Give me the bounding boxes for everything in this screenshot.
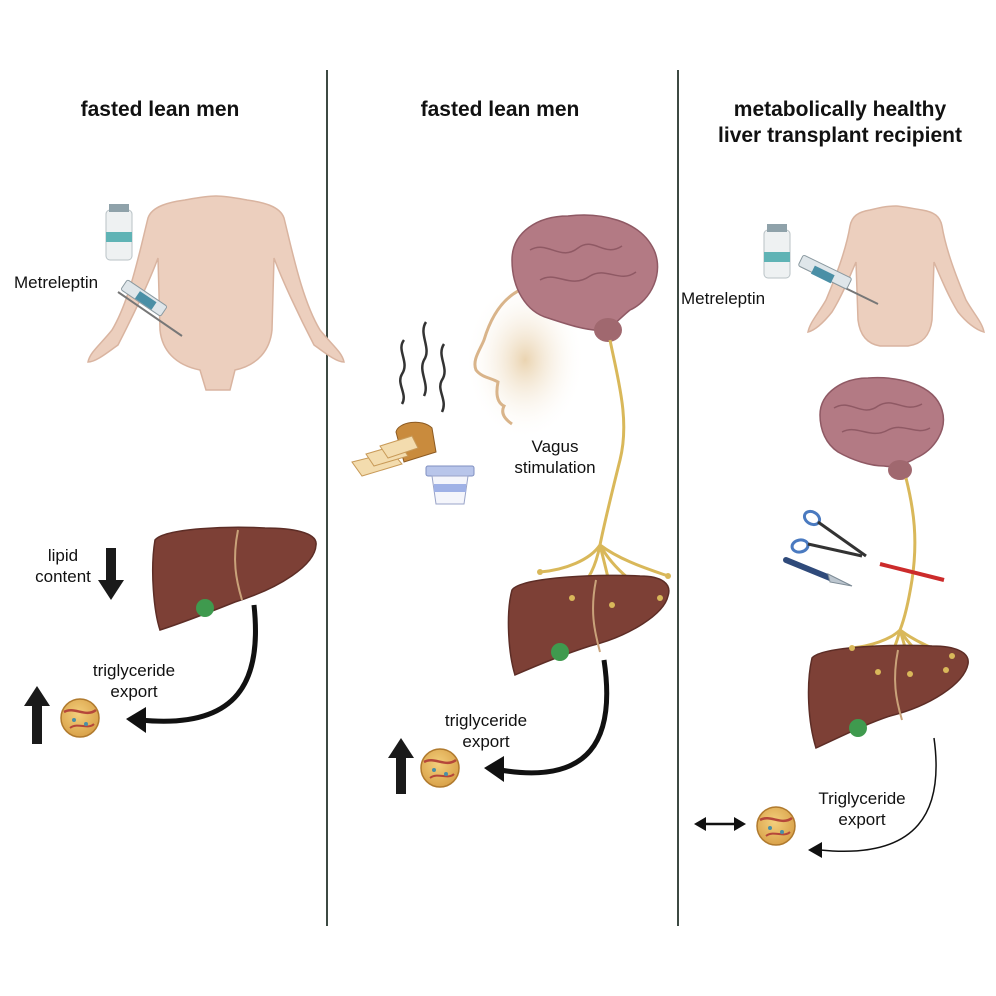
lipid-content-label-line-2: content: [35, 567, 91, 586]
steam-icon: [399, 321, 446, 413]
double-arrow-icon: [694, 817, 746, 831]
vagus-stimulation-label-line-1: Vagus: [531, 437, 579, 456]
lipid-content-label-line-1: lipid: [47, 546, 79, 565]
yogurt-icon: [425, 465, 475, 505]
arrow-up-icon: [24, 686, 50, 744]
cut-line: [879, 562, 945, 582]
metreleptin-label: Metreleptin: [681, 289, 766, 308]
panel-divider-2: [677, 70, 679, 926]
export-arrowhead: [808, 842, 822, 858]
vial-icon: [105, 204, 133, 261]
panel-divider-1: [326, 70, 328, 926]
tg-export-label: triglyceride export: [416, 710, 556, 752]
export-arrow: [139, 604, 258, 724]
bread-icon: [351, 421, 437, 477]
liver-icon: [507, 574, 670, 677]
brain-icon: [819, 376, 945, 480]
liver-icon: [807, 644, 969, 750]
tg-export-label-line-2: export: [110, 682, 158, 701]
tg-export-label: triglyceride export: [64, 660, 204, 702]
syringe-icon: [798, 254, 879, 305]
liver-icon: [151, 526, 317, 631]
vial-icon: [763, 224, 791, 279]
scissors-icon: [790, 509, 867, 558]
syringe-icon: [117, 279, 183, 337]
vagus-stimulation-label: Vagus stimulation: [500, 436, 610, 478]
arrow-up-icon: [388, 738, 414, 794]
body-icon: [807, 205, 985, 347]
panel-1-title: fasted lean men: [80, 98, 240, 121]
tg-export-label-line-2: export: [838, 810, 886, 829]
tg-export-label-line-2: export: [462, 732, 510, 751]
tg-export-label: Triglyceride export: [792, 788, 932, 830]
lipoprotein-icon: [756, 806, 796, 846]
nerve-endings: [849, 645, 955, 677]
export-arrowhead: [484, 756, 504, 782]
tg-export-label-line-1: triglyceride: [444, 711, 528, 730]
brain-icon: [511, 214, 659, 342]
panel-3-title-line-1: metabolically healthy: [733, 98, 947, 121]
tg-export-label-line-1: triglyceride: [92, 661, 176, 680]
metreleptin-label: Metreleptin: [14, 273, 99, 292]
tg-export-label-line-1: Triglyceride: [818, 789, 906, 808]
panel-3-title-line-2: liver transplant recipient: [718, 124, 962, 147]
panel-3-title: metabolically healthy liver transplant r…: [690, 97, 990, 149]
lipoprotein-icon: [60, 698, 100, 738]
export-arrow: [499, 659, 610, 776]
nerve-endings: [537, 569, 671, 608]
arrow-down-icon: [98, 548, 124, 600]
lipoprotein-icon: [420, 748, 460, 788]
vagus-stimulation-label-line-2: stimulation: [514, 458, 596, 477]
export-arrowhead: [126, 707, 146, 733]
face-profile-icon: [473, 288, 521, 426]
body-icon: [87, 195, 345, 391]
export-arrow: [819, 737, 937, 852]
panel-2-title: fasted lean men: [420, 98, 580, 121]
lipid-content-label: lipid content: [18, 545, 108, 587]
scalpel-icon: [783, 557, 853, 587]
